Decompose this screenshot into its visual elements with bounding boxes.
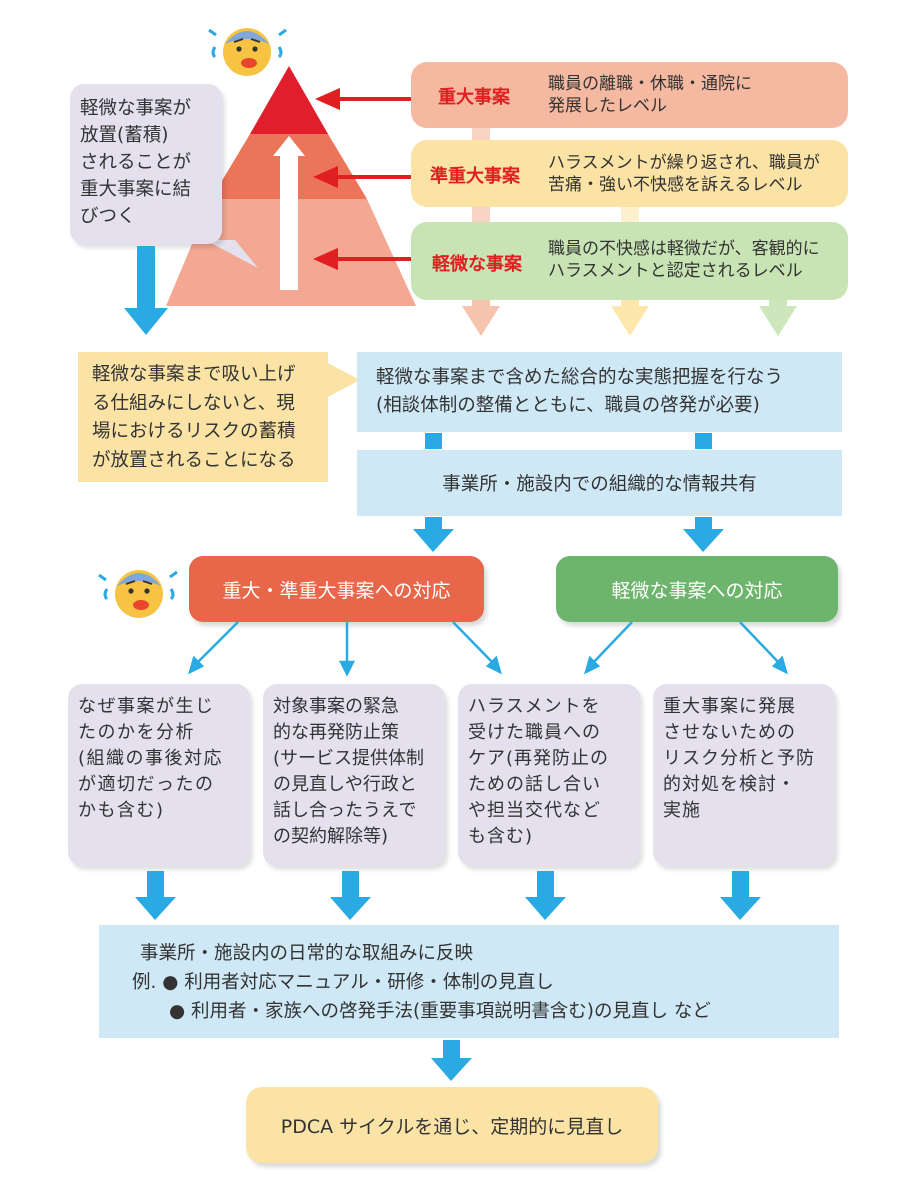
warning-note-text: 軽微な事案まで吸い上げ る仕組みにしないと、現 場におけるリスクの蓄積 が放置さ… xyxy=(92,364,296,471)
level-semi-serious-box xyxy=(411,140,848,207)
action-analysis-box xyxy=(68,684,250,866)
action-analysis-text: なぜ事案が生じ たのかを分析 (組織の事後対応 が適切だったの かも含む) xyxy=(78,696,224,821)
serious-response-label: 重大・準重大事案への対応 xyxy=(222,579,451,602)
daily-practice-box xyxy=(99,925,839,1038)
level-serious-title: 重大事案 xyxy=(438,87,510,108)
level-minor-box xyxy=(411,222,848,300)
info-share-text: 事業所・施設内での組織的な情報共有 xyxy=(442,474,757,495)
minor-response-box: 軽微な事案への対応 xyxy=(556,556,838,622)
pyramid-note-box xyxy=(70,84,222,244)
level-minor-desc: 職員の不快感は軽微だが、客観的に ハラスメントと認定されるレベル xyxy=(548,239,820,281)
level-semi-serious-title: 準重大事案 xyxy=(430,166,520,187)
assessment-box xyxy=(357,352,842,432)
info-share-box: 事業所・施設内での組織的な情報共有 xyxy=(357,450,842,516)
level-serious-desc: 職員の離職・休職・通院に 発展したレベル xyxy=(548,74,752,116)
serious-response-box: 重大・準重大事案への対応 xyxy=(189,556,484,622)
assessment-text: 軽微な事案まで含めた総合的な実態把握を行なう (相談体制の整備とともに、職員の啓… xyxy=(376,367,784,416)
level-serious-box xyxy=(411,62,848,128)
minor-response-label: 軽微な事案への対応 xyxy=(611,579,783,602)
daily-line-1: 事業所・施設内の日常的な取組みに反映 xyxy=(140,943,474,964)
daily-line-3: ● 利用者・家族への啓発手法(重要事項説明書含む)の見直し など xyxy=(169,1001,711,1022)
action-care-box xyxy=(458,684,640,866)
daily-line-2: 例. ● 利用者対応マニュアル・研修・体制の見直し xyxy=(132,972,554,993)
action-care-text: ハラスメントを 受けた職員への ケア(再発防止の ための話し合い や担当交代など… xyxy=(468,696,610,847)
action-prevention-box xyxy=(263,684,445,866)
warning-note-box xyxy=(78,352,328,482)
up-arrow-icon xyxy=(273,136,305,290)
pdca-box: PDCA サイクルを通じ、定期的に見直し xyxy=(246,1087,658,1163)
level-minor-title: 軽微な事案 xyxy=(432,254,522,275)
level-semi-serious-desc: ハラスメントが繰り返され、職員が 苦痛・強い不快感を訴えるレベル xyxy=(548,153,820,195)
pdca-text: PDCA サイクルを通じ、定期的に見直し xyxy=(280,1115,624,1138)
pyramid-note-text: 軽微な事案が 放置(蓄積) されることが 重大事案に結 びつく xyxy=(80,98,192,227)
action-prevention-text: 対象事案の緊急 的な再発防止策 (サービス提供体制 の見直しや行政と 話し合った… xyxy=(273,696,425,847)
action-risk-text: 重大事案に発展 させないための リスク分析と予防 的対処を検討・ 実施 xyxy=(663,696,815,821)
action-risk-box xyxy=(653,684,835,866)
